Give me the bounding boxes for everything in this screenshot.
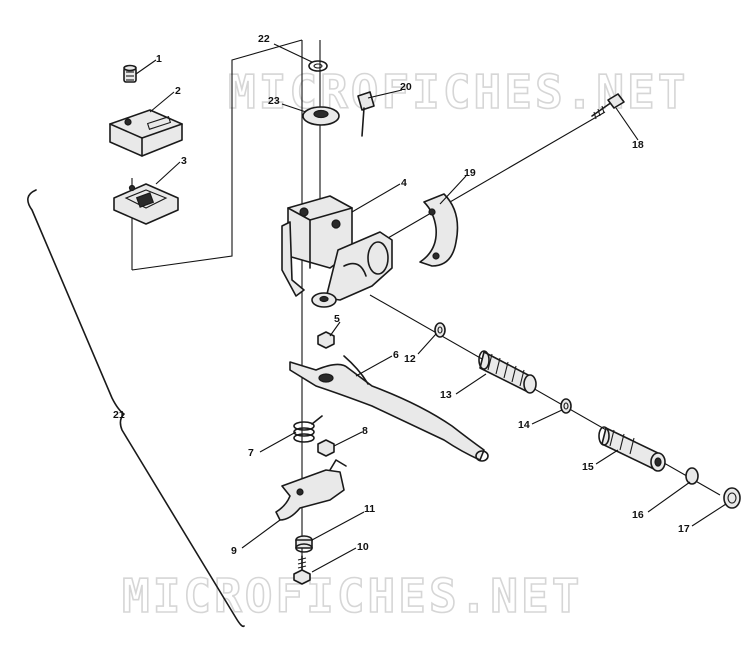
callout-8: 8 [362, 425, 368, 437]
part-14-washer [560, 398, 572, 414]
callout-18: 18 [632, 139, 644, 151]
part-3-diaphragm [113, 183, 179, 225]
leader-lines [135, 43, 727, 573]
part-8-nut [317, 439, 335, 457]
callout-22: 22 [258, 33, 270, 45]
callout-15: 15 [582, 461, 594, 473]
callout-14: 14 [518, 419, 530, 431]
part-4-master-cylinder-body [281, 195, 393, 308]
part-2-reservoir-cover [109, 109, 183, 157]
part-18-bolt [591, 93, 625, 120]
part-17-washer [723, 487, 741, 509]
part-15-piston [598, 426, 666, 472]
callout-6: 6 [393, 349, 399, 361]
part-13-boot [478, 350, 537, 394]
watermark-top: MICROFICHES.NET [228, 65, 688, 119]
callout-2: 2 [175, 85, 181, 97]
callout-17: 17 [678, 523, 690, 535]
part-7-spring [293, 415, 323, 443]
part-20-bleed-pin [357, 91, 375, 137]
callout-12: 12 [404, 353, 416, 365]
part-6-brake-lever [289, 355, 489, 462]
callout-7: 7 [248, 447, 254, 459]
bracket-21 [27, 189, 245, 628]
callout-10: 10 [357, 541, 369, 553]
diagonal-axis-lines [369, 111, 721, 496]
watermark-bottom: MICROFICHES.NET [122, 569, 582, 623]
callout-9: 9 [231, 545, 237, 557]
callout-19: 19 [464, 167, 476, 179]
callout-1: 1 [156, 53, 162, 65]
callout-4: 4 [401, 177, 407, 189]
part-1-screw [123, 64, 137, 83]
part-23-washer [302, 106, 340, 126]
part-19-clamp [419, 193, 459, 267]
part-16-seal [685, 467, 699, 485]
callout-21: 21 [113, 409, 125, 421]
part-22-snap-ring [308, 60, 328, 72]
part-11-bushing [295, 535, 313, 553]
callout-20: 20 [400, 81, 412, 93]
callout-16: 16 [632, 509, 644, 521]
callout-5: 5 [334, 313, 340, 325]
part-9-bracket [275, 459, 347, 521]
callout-13: 13 [440, 389, 452, 401]
callout-23: 23 [268, 95, 280, 107]
callout-3: 3 [181, 155, 187, 167]
callout-labels: 1 2 3 4 5 6 7 8 9 10 11 12 13 14 15 16 1… [113, 33, 690, 557]
callout-11: 11 [364, 503, 375, 515]
part-10-adjuster-screw [293, 555, 311, 585]
part-12-washer [434, 322, 446, 338]
